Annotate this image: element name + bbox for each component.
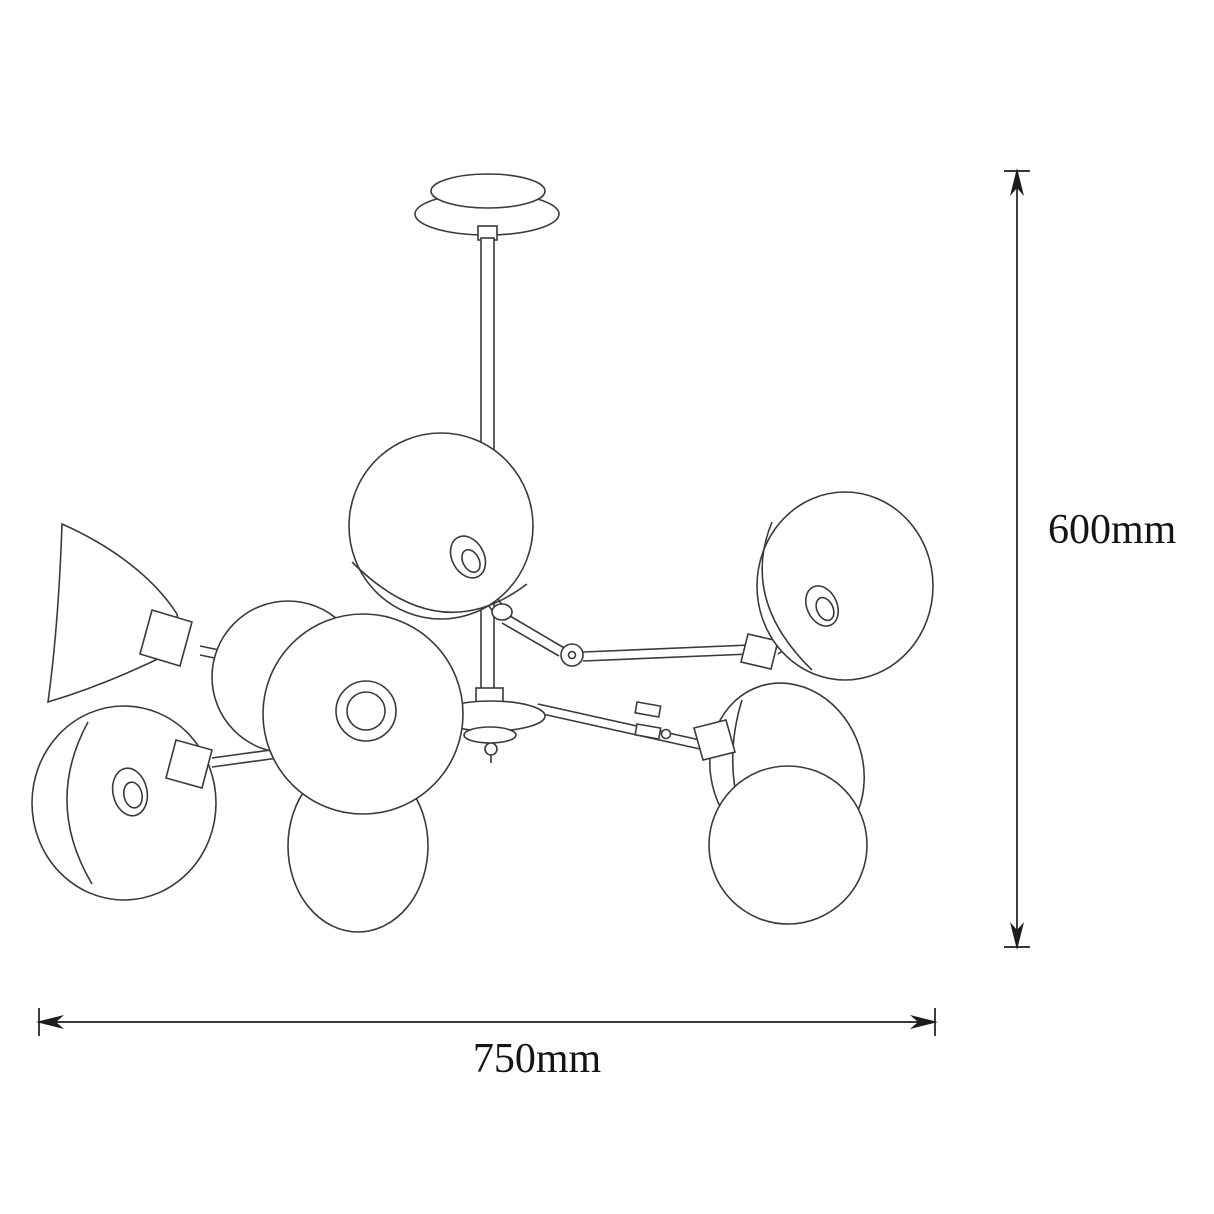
- arrow-right-icon: [910, 1015, 938, 1029]
- arm-joint: [560, 643, 584, 667]
- width-dimension-label: 750mm: [473, 1036, 602, 1082]
- arm-clamp: [634, 701, 662, 718]
- shade-right-lower-collar: [693, 719, 736, 761]
- arm-right-lower: [537, 703, 701, 741]
- shade-top-socket: [449, 535, 487, 579]
- shade-left-lower: [31, 705, 217, 901]
- shade-left-upper-collar: [139, 608, 193, 668]
- shade-top-body: [348, 432, 534, 620]
- shade-top-socket-inner: [461, 548, 481, 574]
- shade-top: [348, 432, 534, 620]
- arm-right-lower: [537, 712, 701, 750]
- canopy-dome: [430, 173, 546, 209]
- shade-left-upper-body: [47, 522, 179, 704]
- arm-right-upper: [582, 653, 751, 662]
- arm-clamp: [634, 723, 662, 740]
- collar-right-shade: [740, 633, 779, 670]
- height-dimension-label: 600mm: [1048, 507, 1177, 553]
- width-dimension: 750mm: [36, 1008, 938, 1082]
- arm-right-upper: [582, 644, 751, 653]
- shade-right-rim: [761, 521, 813, 671]
- shade-left-lower-socket-inner: [122, 781, 144, 809]
- shade-left-lower-socket: [111, 767, 149, 817]
- shade-right-body: [756, 491, 934, 681]
- shade-right-bottom-circle: [708, 765, 868, 925]
- shade-left-lower-collar: [165, 739, 213, 789]
- shade-right-socket-inner: [815, 596, 835, 622]
- shade-top-rim: [351, 561, 528, 613]
- shade-left-upper: [47, 522, 193, 704]
- arrow-left-icon: [36, 1015, 64, 1029]
- clamp-screw: [660, 728, 672, 740]
- ceiling-canopy: [414, 173, 560, 241]
- shade-right: [756, 491, 934, 681]
- joint-screw: [567, 650, 577, 660]
- arm-top-shade: [501, 622, 560, 657]
- hub-under-cap: [463, 726, 517, 744]
- arrow-up-icon: [1010, 168, 1024, 196]
- height-dimension: 600mm: [1004, 168, 1177, 950]
- arrow-down-icon: [1010, 922, 1024, 950]
- shade-front-center-ring: [335, 680, 397, 742]
- shade-front-center-hole: [346, 691, 386, 731]
- neck-collar: [491, 603, 513, 621]
- arm-top-shade: [509, 615, 567, 650]
- hub-screw: [484, 742, 498, 756]
- shade-front-center: [262, 613, 464, 815]
- shade-left-lower-rim: [66, 721, 93, 885]
- shade-right-socket: [804, 585, 840, 627]
